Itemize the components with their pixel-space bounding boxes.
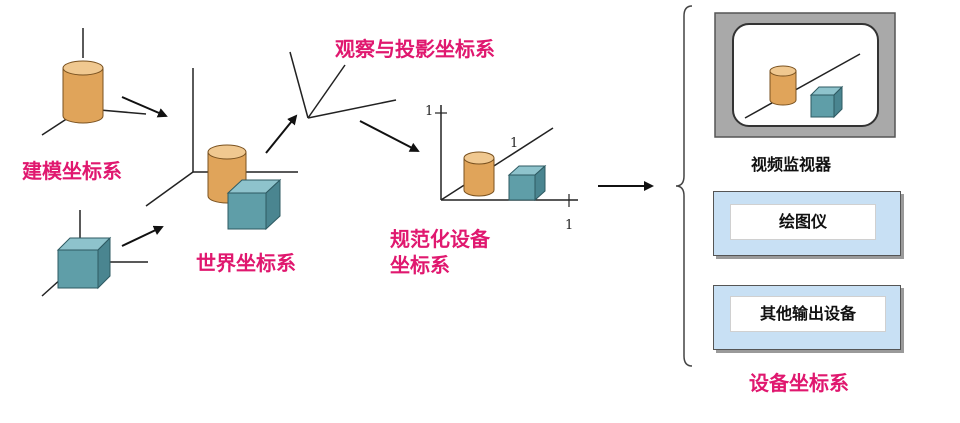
normalized-label-line2: 坐标系: [390, 253, 450, 277]
normalized-scene-figure: [435, 105, 578, 207]
normalized-z-tick-label: 1: [510, 136, 519, 151]
video-monitor-figure: [714, 12, 896, 138]
other-output-device-label: 其他输出设备: [730, 296, 886, 332]
arrow-modeling-to-world-2: [121, 225, 164, 247]
arrow-modeling-to-world-1: [121, 96, 168, 118]
normalized-x-tick-label: 1: [565, 218, 574, 233]
modeling-coordinates-label: 建模坐标系: [22, 159, 122, 183]
normalized-y-tick-label: 1: [425, 104, 434, 119]
modeling-cylinder-figure: [41, 28, 147, 136]
device-coordinates-label: 设备坐标系: [749, 371, 849, 395]
viewing-projection-coordinates-label: 观察与投影坐标系: [335, 37, 495, 61]
other-output-device-panel: 其他输出设备: [713, 285, 901, 350]
viewing-axes-figure: [289, 51, 397, 119]
normalized-device-coordinates-label: 规范化设备 坐标系: [390, 226, 490, 278]
arrow-viewing-to-normalized: [359, 120, 420, 152]
modeling-cube-figure: [41, 210, 148, 297]
video-monitor-label: 视频监视器: [751, 155, 832, 174]
world-coordinates-label: 世界坐标系: [196, 251, 296, 275]
plotter-label: 绘图仪: [730, 204, 876, 240]
world-scene-figure: [145, 68, 298, 231]
normalized-label-line1: 规范化设备: [390, 227, 490, 251]
device-brace: [675, 5, 693, 367]
arrow-world-to-viewing: [265, 114, 298, 154]
plotter-panel: 绘图仪: [713, 191, 901, 256]
